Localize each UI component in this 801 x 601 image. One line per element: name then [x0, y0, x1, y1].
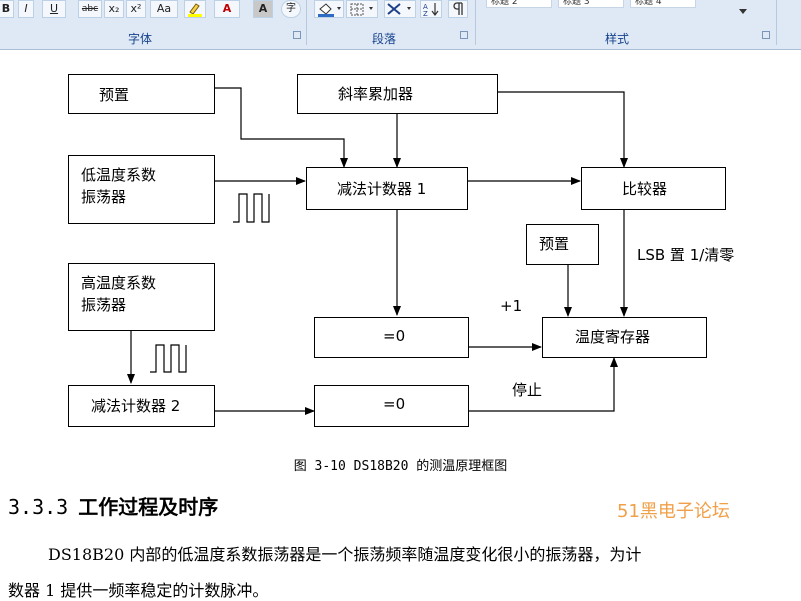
svg-text:A: A [423, 3, 428, 11]
style-heading-4[interactable]: 标题 4 [630, 0, 696, 8]
section-heading: 3.3.3 工作过程及时序 [8, 491, 218, 520]
high-temp-oscillator-block: 高温度系数 振荡器 [68, 263, 215, 331]
paragraph-group-label: 段落 [372, 32, 397, 46]
bold-button[interactable]: B [0, 0, 14, 18]
lsb-set-clear-label: LSB 置 1/清零 [637, 246, 735, 264]
font-dialog-launcher-icon[interactable] [293, 31, 301, 39]
asian-layout-button[interactable] [384, 0, 416, 18]
shading-button[interactable] [314, 0, 344, 18]
down-counter-1-block: 减法计数器 1 [306, 167, 468, 210]
block-diagram-lines [127, 87, 628, 415]
block-label: 高温度系数 [81, 274, 157, 292]
subscript-button[interactable]: x₂ [104, 0, 124, 18]
highlighter-icon [188, 3, 202, 17]
border-grid-icon [350, 3, 373, 16]
pulse-waveform-icon [150, 344, 187, 373]
change-case-button[interactable]: Aa [150, 0, 178, 18]
styles-group-label: 样式 [605, 32, 630, 46]
group-separator [306, 0, 307, 45]
zero-detect-1-block: =0 [314, 317, 469, 358]
section-number: 3.3.3 [8, 495, 69, 519]
connector-preset-to-counter1 [214, 87, 348, 168]
block-label: 振荡器 [81, 296, 127, 314]
underline-button[interactable]: U [42, 0, 66, 18]
connector-slope-to-comparator [497, 91, 628, 168]
down-counter-2-block: 减法计数器 2 [68, 385, 215, 427]
watermark-logo: 51黑电子论坛 [617, 501, 730, 522]
group-separator [776, 0, 777, 45]
increment-label: +1 [500, 297, 523, 315]
font-color-icon: A [222, 2, 232, 15]
asian-layout-icon [387, 3, 411, 15]
paint-bucket-icon [318, 3, 341, 17]
figure-caption: 图 3-10 DS18B20 的测温原理框图 [293, 459, 508, 474]
chevron-down-icon [739, 9, 747, 14]
preset-block-2: 预置 [526, 224, 599, 265]
connector-zero2-to-register [468, 357, 618, 412]
comparator-block: 比较器 [581, 167, 726, 210]
block-label: 振荡器 [81, 188, 127, 206]
borders-button[interactable] [346, 0, 378, 18]
paragraph-mark-icon [453, 2, 463, 15]
pulse-waveform-icon [233, 193, 270, 223]
styles-more-button[interactable] [732, 4, 754, 22]
font-group-label: 字体 [128, 32, 153, 46]
style-heading-3[interactable]: 标题 3 [558, 0, 624, 8]
preset-block: 预置 [68, 74, 215, 114]
font-color-button[interactable]: A [214, 0, 240, 18]
highlight-button[interactable] [184, 0, 206, 18]
enclose-characters-button[interactable]: 字 [281, 0, 301, 18]
character-shading-button[interactable]: A [253, 0, 273, 18]
paragraph-dialog-launcher-icon[interactable] [460, 31, 468, 39]
style-heading-2[interactable]: 标题 2 [486, 0, 552, 8]
slope-accumulator-block: 斜率累加器 [297, 74, 498, 114]
show-formatting-marks-button[interactable] [448, 0, 468, 18]
strikethrough-button[interactable]: abc [78, 0, 102, 18]
document-page[interactable]: 预置 斜率累加器 低温度系数 振荡器 减法计数器 1 比较器 预置 LSB 置 … [0, 50, 801, 600]
body-paragraph-line: DS18B20 内部的低温度系数振荡器是一个振荡频率随温度变化很小的振荡器，为计 [48, 545, 642, 564]
italic-button[interactable]: I [18, 0, 34, 18]
sort-az-icon: AZ [423, 3, 439, 18]
low-temp-oscillator-block: 低温度系数 振荡器 [68, 155, 215, 224]
temperature-register-block: 温度寄存器 [542, 317, 707, 358]
stop-label: 停止 [512, 381, 543, 399]
svg-text:Z: Z [423, 10, 428, 17]
zero-detect-2-block: =0 [314, 385, 469, 427]
block-label: 低温度系数 [81, 166, 157, 184]
styles-dialog-launcher-icon[interactable] [762, 31, 770, 39]
group-separator [475, 0, 476, 45]
section-title: 工作过程及时序 [78, 495, 219, 519]
superscript-button[interactable]: x² [126, 0, 146, 18]
body-paragraph-line: 数器 1 提供一频率稳定的计数脉冲。 [8, 581, 269, 600]
